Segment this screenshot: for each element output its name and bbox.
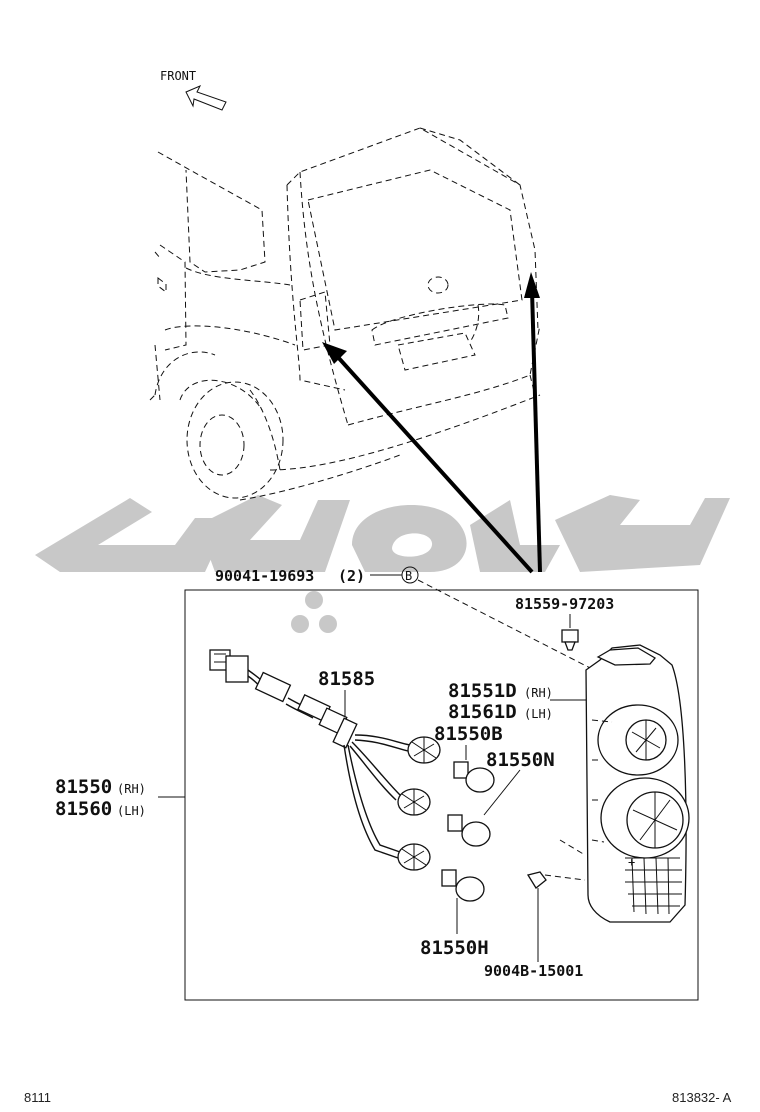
lens-lh-part-number: 81561D [448, 701, 517, 723]
assy-lh-suffix: (LH) [117, 804, 146, 818]
assy-lh-part-number: 81560 [55, 798, 112, 820]
bulb-n-leader [483, 769, 521, 816]
lens-lh-suffix: (LH) [524, 707, 553, 721]
mount-dash-line [559, 839, 586, 856]
assy-rh-suffix: (RH) [117, 782, 146, 796]
socket-2-icon [397, 788, 431, 816]
screw-dash-line [417, 579, 599, 673]
socket-part-number: 81585 [318, 668, 375, 690]
tail-lamp-lens-icon: + [585, 644, 690, 923]
bulb-n-icon [447, 814, 491, 847]
screw-part-number: 90041-19693 [215, 567, 314, 585]
wire-harness [209, 649, 411, 859]
leader-arrow-right [524, 272, 542, 573]
leader-arrow-left [322, 342, 534, 574]
watermark-logo [35, 495, 730, 633]
assy-rh-part-number: 81550 [55, 776, 112, 798]
lens-rh-suffix: (RH) [524, 686, 553, 700]
bulb-n-part-number: 81550N [486, 749, 555, 771]
bulb-h-icon [441, 869, 485, 902]
vehicle-outline [149, 127, 541, 501]
figure-code: 813832- A [672, 1090, 732, 1105]
socket-1-icon [407, 736, 441, 764]
page-code: 8111 [24, 1090, 51, 1105]
lens-grid [625, 857, 682, 915]
ref-circle-icon [401, 566, 419, 584]
bulb-b-icon [453, 761, 495, 793]
nut-icon [526, 871, 547, 889]
front-label: FRONT [160, 69, 196, 83]
lens-marker: + [628, 855, 635, 869]
front-arrow-icon [185, 85, 227, 111]
screw-quantity: (2) [338, 567, 365, 585]
clip-part-number: 81559-97203 [515, 595, 614, 613]
bulb-h-part-number: 81550H [420, 937, 489, 959]
assembly-box [184, 589, 699, 1001]
clip-icon [561, 629, 579, 651]
nut-dash-line [544, 874, 586, 881]
bulb-b-part-number: 81550B [434, 723, 503, 745]
screw-ref-letter: B [405, 569, 412, 583]
lens-rh-part-number: 81551D [448, 680, 517, 702]
nut-part-number: 9004B-15001 [484, 962, 583, 980]
socket-3-icon [397, 843, 431, 871]
